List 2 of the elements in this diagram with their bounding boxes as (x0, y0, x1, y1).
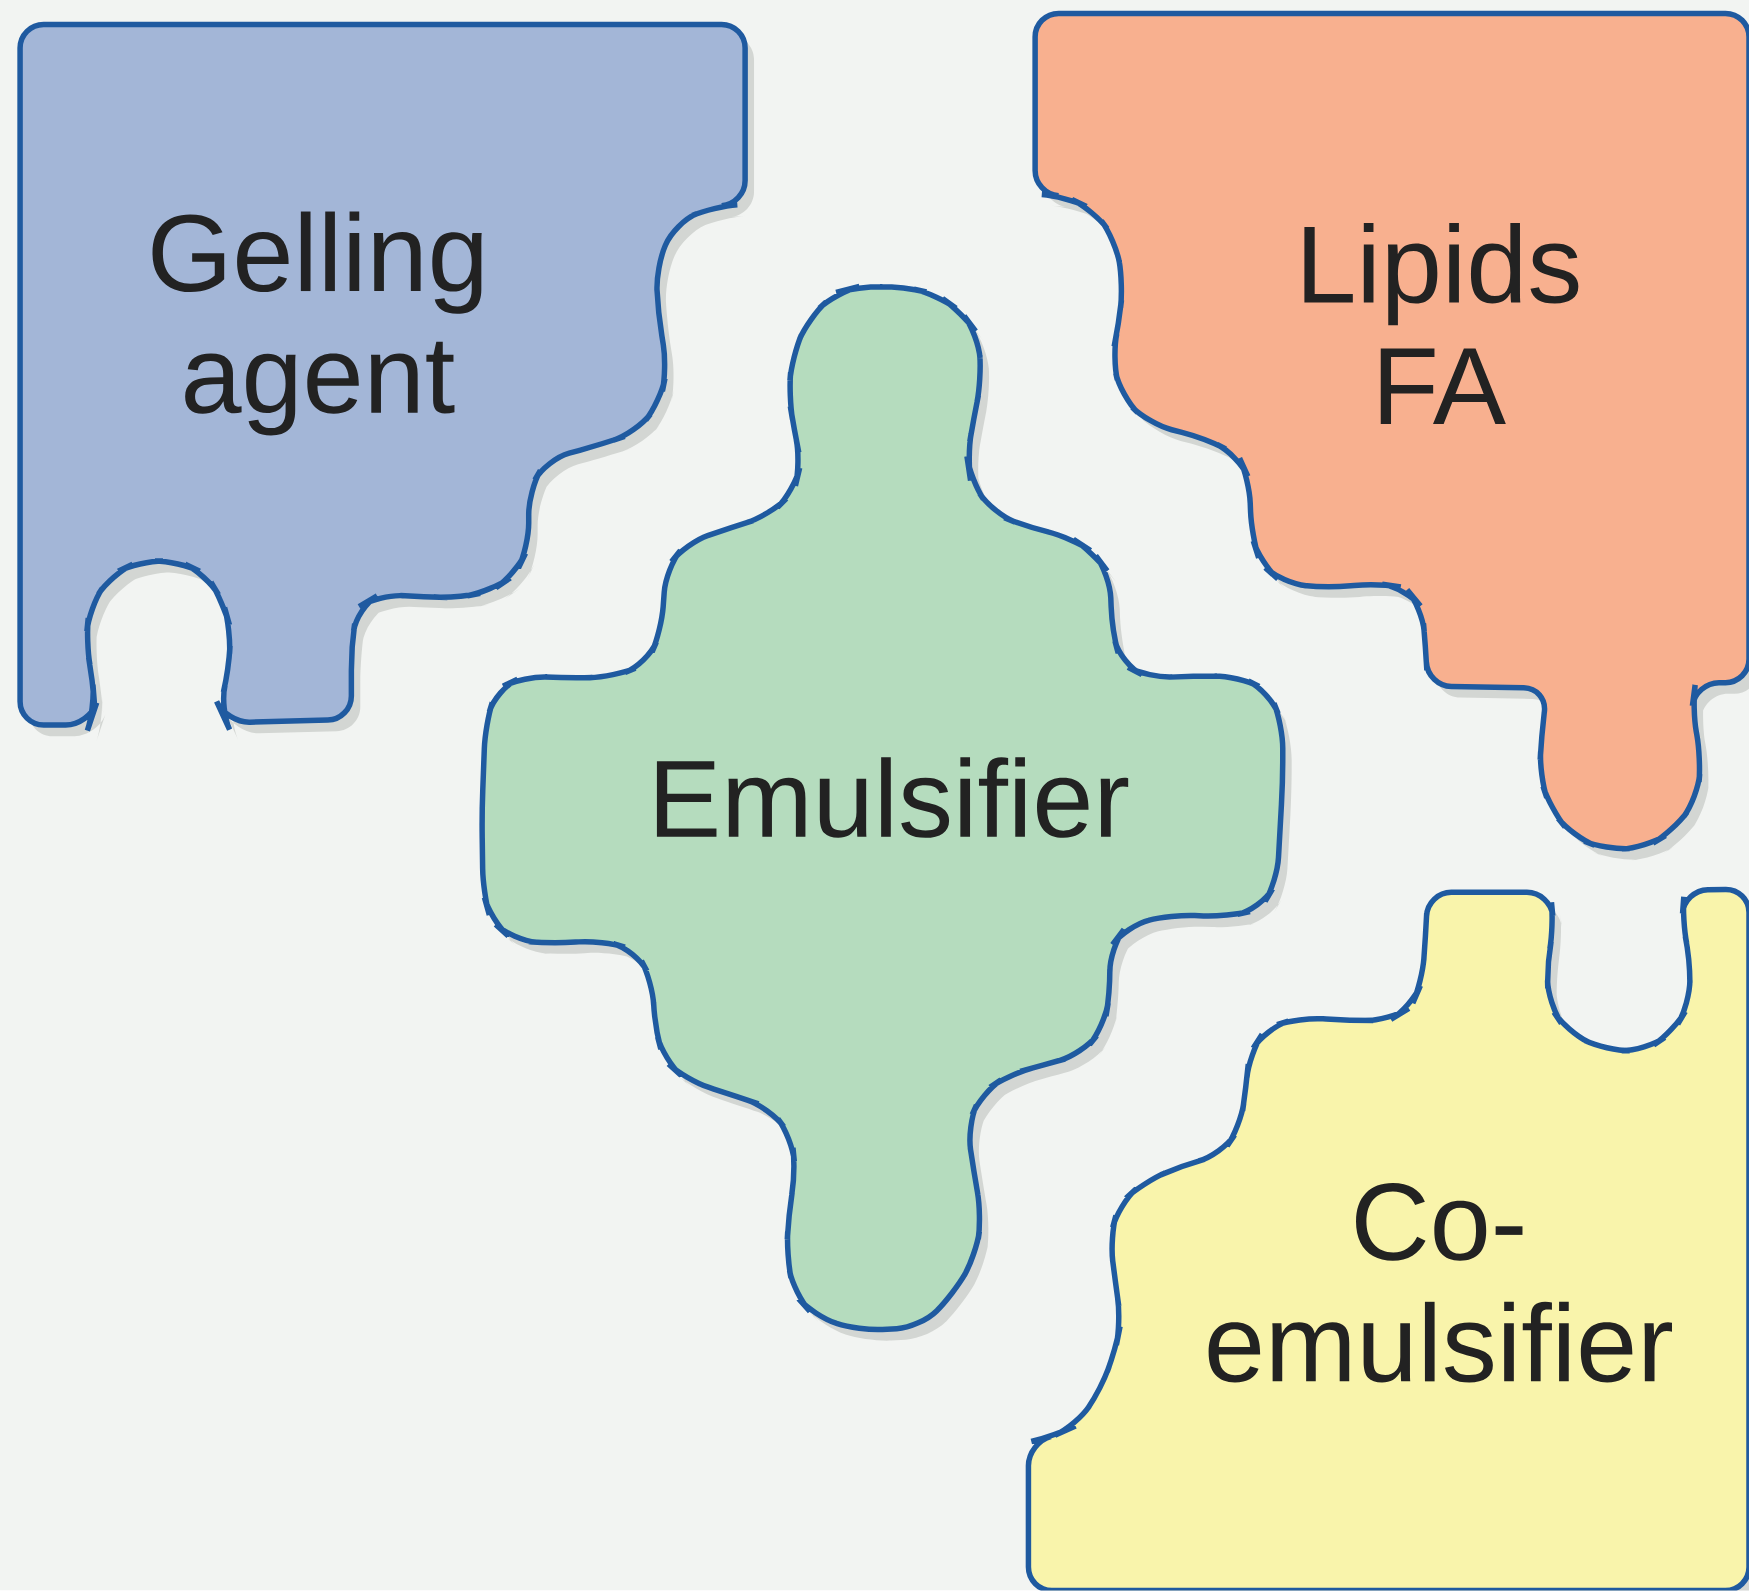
puzzle-piece: Co-emulsifier (1025, 886, 1749, 1591)
puzzle-piece: Gelling agent (17, 22, 755, 742)
